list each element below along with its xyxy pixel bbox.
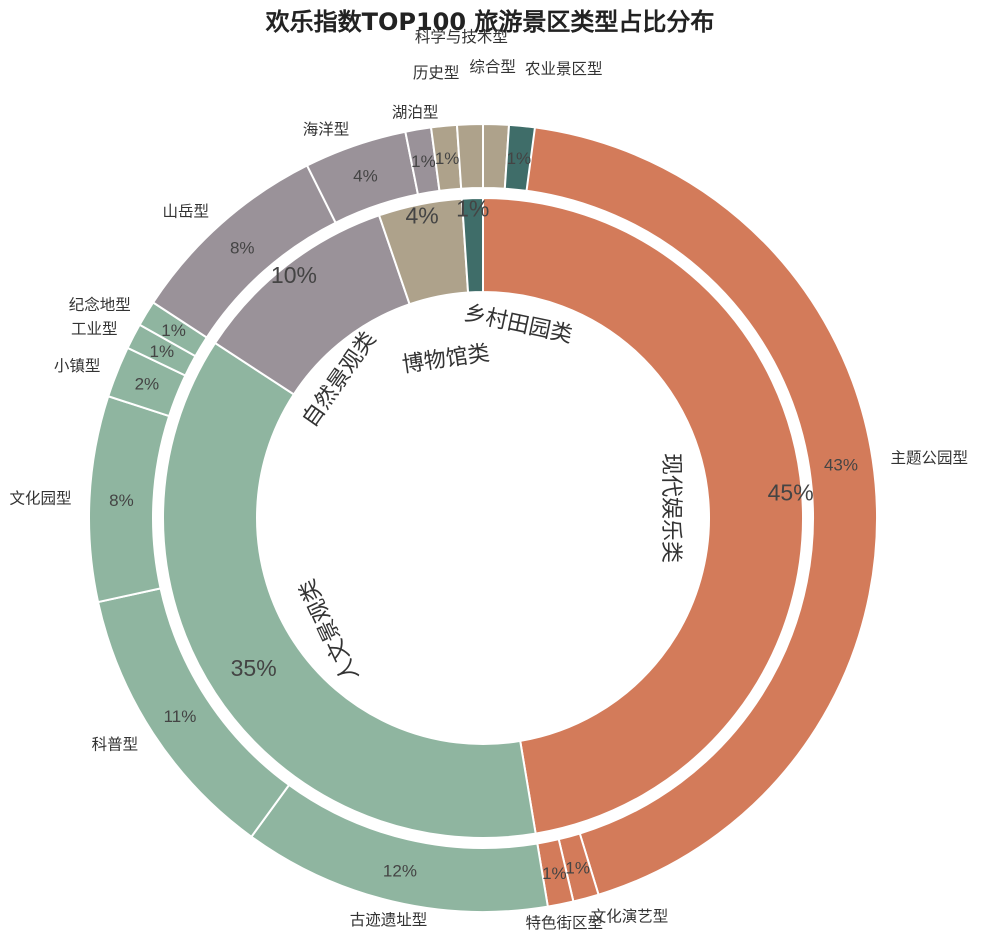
inner-slice-1 bbox=[162, 341, 537, 839]
outer-percent-label: 1% bbox=[542, 864, 567, 883]
outer-name-label: 古迹遗址型 bbox=[350, 911, 428, 929]
outer-percent-label: 1% bbox=[565, 858, 590, 877]
outer-slice-0 bbox=[482, 122, 878, 896]
inner-percent-label: 45% bbox=[768, 480, 814, 506]
outer-percent-label: 1% bbox=[411, 152, 436, 171]
outer-percent-label: 1% bbox=[435, 149, 460, 168]
outer-slice-13 bbox=[455, 122, 484, 190]
outer-percent-label: 12% bbox=[383, 861, 417, 880]
outer-name-label: 山岳型 bbox=[162, 202, 209, 220]
outer-name-label: 特色街区型 bbox=[525, 914, 603, 932]
outer-name-label: 主题公园型 bbox=[890, 449, 968, 467]
inner-slice-0 bbox=[482, 196, 804, 835]
outer-ring bbox=[88, 122, 878, 913]
outer-name-label: 湖泊型 bbox=[392, 104, 439, 122]
category-label: 现代娱乐类 bbox=[658, 453, 683, 563]
outer-percent-label: 8% bbox=[109, 491, 134, 510]
outer-name-label: 综合型 bbox=[469, 58, 516, 76]
outer-name-label: 科普型 bbox=[92, 735, 139, 753]
inner-ring bbox=[162, 196, 804, 839]
outer-percent-label: 4% bbox=[353, 167, 378, 186]
outer-percent-label: 1% bbox=[161, 321, 186, 340]
outer-name-label: 纪念地型 bbox=[69, 295, 131, 314]
outer-slice-15 bbox=[503, 123, 537, 193]
inner-percent-label: 4% bbox=[406, 202, 439, 228]
outer-percent-label: 1% bbox=[150, 342, 175, 361]
chart-title: 欢乐指数TOP100 旅游景区类型占比分布 bbox=[265, 8, 715, 36]
outer-name-label: 科学与技术型 bbox=[415, 28, 508, 46]
outer-percent-label: 11% bbox=[164, 707, 197, 726]
outer-percent-label: 1% bbox=[507, 149, 532, 168]
outer-name-label: 文化演艺型 bbox=[591, 908, 669, 926]
inner-slice-4 bbox=[460, 196, 484, 294]
outer-percent-label: 2% bbox=[135, 375, 160, 394]
outer-percent-label: 8% bbox=[230, 239, 255, 258]
inner-percent-label: 35% bbox=[231, 655, 277, 681]
outer-name-label: 历史型 bbox=[413, 64, 460, 82]
category-label: 乡村田园类 bbox=[462, 301, 575, 348]
outer-percent-label: 43% bbox=[824, 455, 858, 474]
inner-percent-label: 1% bbox=[456, 196, 489, 222]
inner-percent-label: 10% bbox=[271, 262, 317, 288]
outer-name-label: 文化园型 bbox=[9, 490, 71, 508]
outer-name-label: 工业型 bbox=[71, 320, 118, 338]
outer-name-label: 小镇型 bbox=[54, 357, 101, 375]
category-label: 博物馆类 bbox=[401, 341, 492, 378]
outer-name-label: 农业景区型 bbox=[525, 60, 603, 78]
outer-name-label: 海洋型 bbox=[303, 120, 350, 138]
